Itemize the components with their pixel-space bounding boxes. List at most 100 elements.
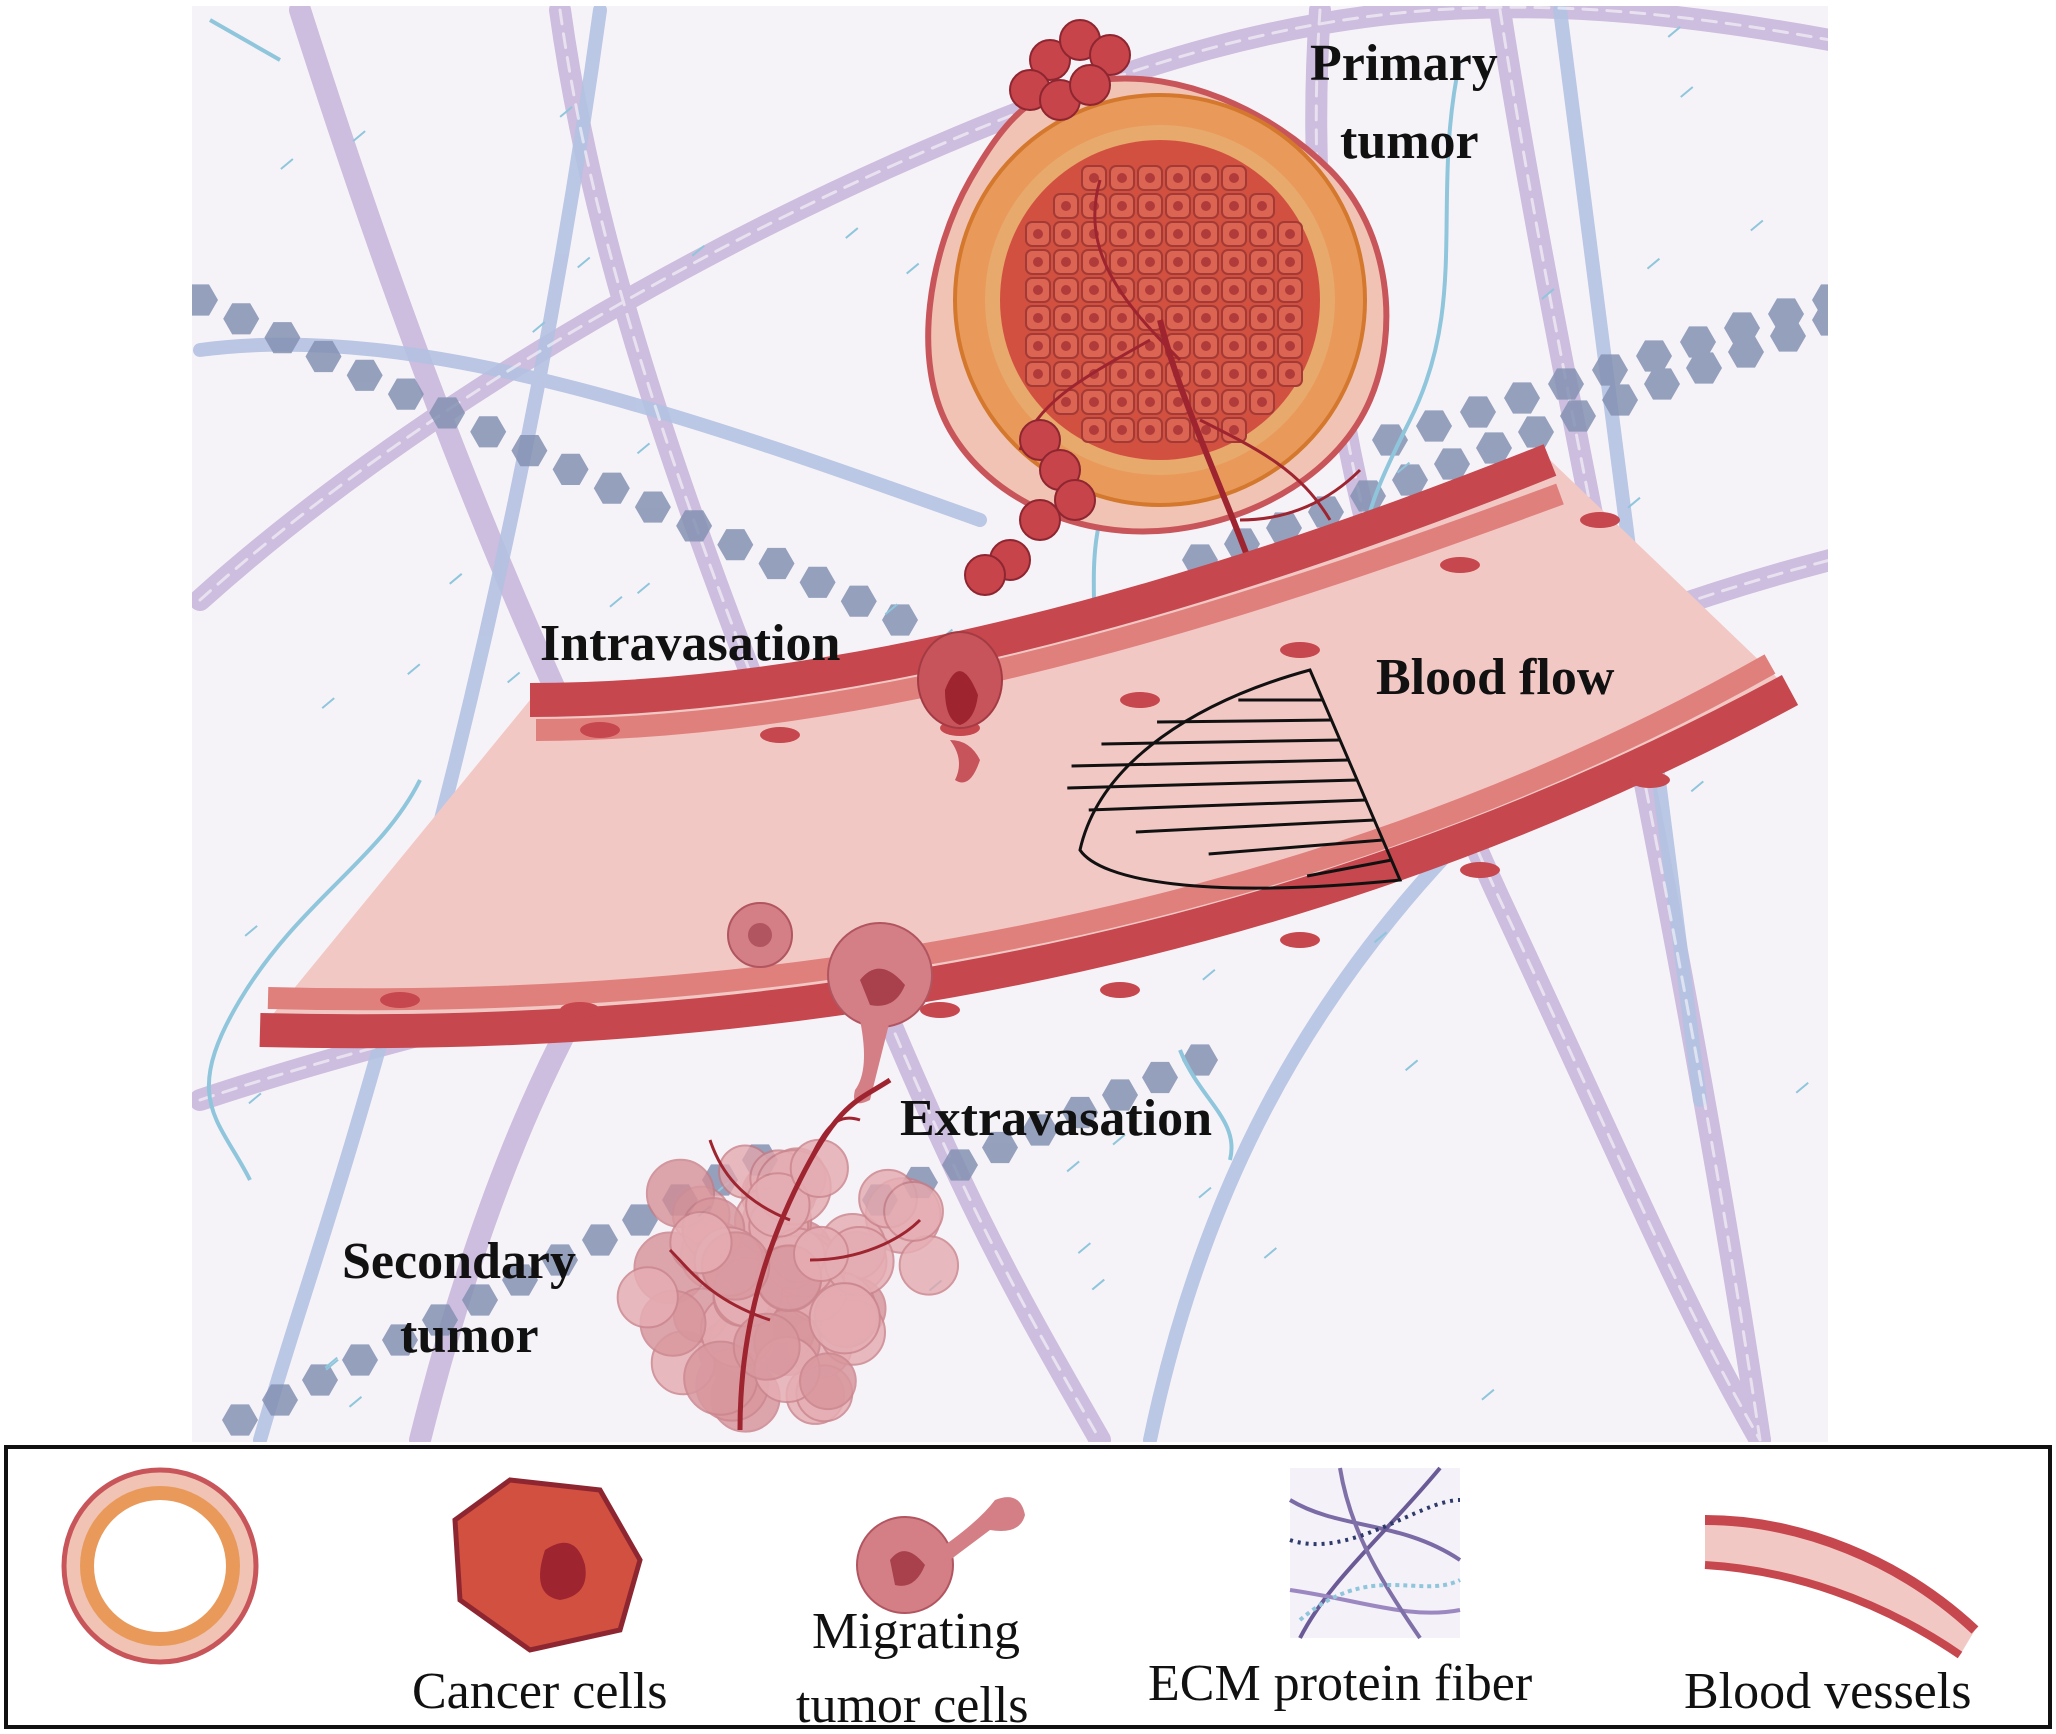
escaping-cell xyxy=(1055,480,1095,520)
blood-flow-label: Blood flow xyxy=(1376,649,1615,706)
endothelial-nucleus xyxy=(1580,512,1620,528)
tumor-cell-nucleus xyxy=(1061,285,1071,295)
tumor-cell-nucleus xyxy=(1117,201,1127,211)
tumor-cell-nucleus xyxy=(1117,257,1127,267)
tumor-cell-nucleus xyxy=(1145,229,1155,239)
tumor-cell-nucleus xyxy=(1257,369,1267,379)
tumor-cell-nucleus xyxy=(1061,397,1071,407)
tumor-cell-nucleus xyxy=(1033,285,1043,295)
tumor-cell-nucleus xyxy=(1145,425,1155,435)
tumor-cell-nucleus xyxy=(1257,229,1267,239)
endothelial-nucleus xyxy=(740,1004,780,1020)
tumor-cell-nucleus xyxy=(1229,341,1239,351)
legend-label-migrating: Migrating xyxy=(812,1603,1020,1660)
secondary-tumor-label: Secondary xyxy=(342,1233,576,1290)
endothelial-nucleus xyxy=(1630,772,1670,788)
tumor-cell-nucleus xyxy=(1117,425,1127,435)
tumor-cell-nucleus xyxy=(1173,201,1183,211)
secondary-tumor-cell xyxy=(794,1227,848,1281)
flow-arrow xyxy=(1157,720,1331,722)
ecm-fiber-icon xyxy=(1290,1468,1460,1638)
secondary-tumor-cell xyxy=(800,1353,856,1409)
tumor-cell-nucleus xyxy=(1229,173,1239,183)
secondary-tumor-label-line2: tumor xyxy=(400,1307,539,1364)
legend-label-cancer-cells: Cancer cells xyxy=(412,1663,668,1720)
tumor-cell-nucleus xyxy=(1173,313,1183,323)
tumor-cell-nucleus xyxy=(1229,313,1239,323)
tumor-cell-nucleus xyxy=(1201,229,1211,239)
tumor-cell-nucleus xyxy=(1089,397,1099,407)
tumor-cell-nucleus xyxy=(1145,313,1155,323)
endothelial-nucleus xyxy=(1280,932,1320,948)
tumor-cell-nucleus xyxy=(1033,257,1043,267)
tumor-cell-nucleus xyxy=(1061,201,1071,211)
tumor-cell-nucleus xyxy=(1117,369,1127,379)
tumor-cell-nucleus xyxy=(1061,369,1071,379)
endothelial-nucleus xyxy=(1280,642,1320,658)
tumor-cell-nucleus xyxy=(1061,341,1071,351)
secondary-tumor-cell xyxy=(810,1283,880,1353)
escaping-cell xyxy=(965,555,1005,595)
tumor-cell-nucleus xyxy=(1257,313,1267,323)
endothelial-nucleus xyxy=(760,727,800,743)
endothelial-nucleus xyxy=(1120,692,1160,708)
tumor-cell-nucleus xyxy=(1145,201,1155,211)
tumor-cell-nucleus xyxy=(1089,173,1099,183)
tumor-cell-nucleus xyxy=(1229,369,1239,379)
tumor-cell-nucleus xyxy=(1229,285,1239,295)
tumor-cell-nucleus xyxy=(1117,313,1127,323)
tumor-cell-nucleus xyxy=(1089,257,1099,267)
secondary-tumor-cell xyxy=(884,1182,943,1241)
tumor-cell-nucleus xyxy=(1173,173,1183,183)
tumor-cell-nucleus xyxy=(1173,285,1183,295)
endothelial-nucleus xyxy=(580,722,620,738)
tumor-cell-nucleus xyxy=(1285,285,1295,295)
tumor-cell-nucleus xyxy=(1201,201,1211,211)
tumor-cell-nucleus xyxy=(1229,397,1239,407)
secondary-tumor-cell xyxy=(670,1212,731,1273)
tumor-cell-nucleus xyxy=(1201,257,1211,267)
endothelial-nucleus xyxy=(560,1002,600,1018)
tumor-cell-nucleus xyxy=(1173,257,1183,267)
tumor-cell-nucleus xyxy=(1229,201,1239,211)
secondary-tumor-cell xyxy=(618,1267,678,1327)
tumor-cell-nucleus xyxy=(1117,397,1127,407)
primary-tumor-label: Primary xyxy=(1310,35,1498,92)
tumor-cell-nucleus xyxy=(1061,313,1071,323)
tumor-cell-nucleus xyxy=(1089,425,1099,435)
primary-tumor-label-line2: tumor xyxy=(1340,113,1479,170)
tumor-cell-nucleus xyxy=(1061,257,1071,267)
tumor-cell-nucleus xyxy=(1257,201,1267,211)
tumor-cell-nucleus xyxy=(1089,313,1099,323)
tumor-cross-section-icon xyxy=(64,1470,256,1662)
tumor-cell-nucleus xyxy=(1201,341,1211,351)
tumor-cell-nucleus xyxy=(1229,425,1239,435)
tumor-cell-nucleus xyxy=(1173,229,1183,239)
tumor-cell-nucleus xyxy=(1145,397,1155,407)
tumor-cell-nucleus xyxy=(1229,257,1239,267)
tumor-cell-nucleus xyxy=(1229,229,1239,239)
tumor-cell-nucleus xyxy=(1173,341,1183,351)
tumor-cell-nucleus xyxy=(1145,257,1155,267)
endothelial-nucleus xyxy=(380,992,420,1008)
tumor-cell-nucleus xyxy=(1173,397,1183,407)
tumor-cell-nucleus xyxy=(1145,285,1155,295)
tumor-cell-nucleus xyxy=(1201,425,1211,435)
legend: Cancer cells Migrating tumor cells xyxy=(6,1447,2050,1734)
escaping-cell xyxy=(1070,65,1110,105)
intravasation-label: Intravasation xyxy=(540,615,841,672)
tumor-cell-nucleus xyxy=(1089,285,1099,295)
endothelial-nucleus xyxy=(1440,557,1480,573)
tumor-cell-nucleus xyxy=(1033,341,1043,351)
tumor-cell-nucleus xyxy=(1033,313,1043,323)
tumor-cell-nucleus xyxy=(1285,369,1295,379)
tumor-cell-nucleus xyxy=(1033,229,1043,239)
tumor-cell-nucleus xyxy=(1257,341,1267,351)
tumor-cell-nucleus xyxy=(1117,341,1127,351)
tumor-cell-nucleus xyxy=(1089,341,1099,351)
tumor-cell-nucleus xyxy=(1257,397,1267,407)
tumor-cell-nucleus xyxy=(1173,425,1183,435)
tumor-cell-nucleus xyxy=(1117,173,1127,183)
tumor-cell-nucleus xyxy=(1285,257,1295,267)
